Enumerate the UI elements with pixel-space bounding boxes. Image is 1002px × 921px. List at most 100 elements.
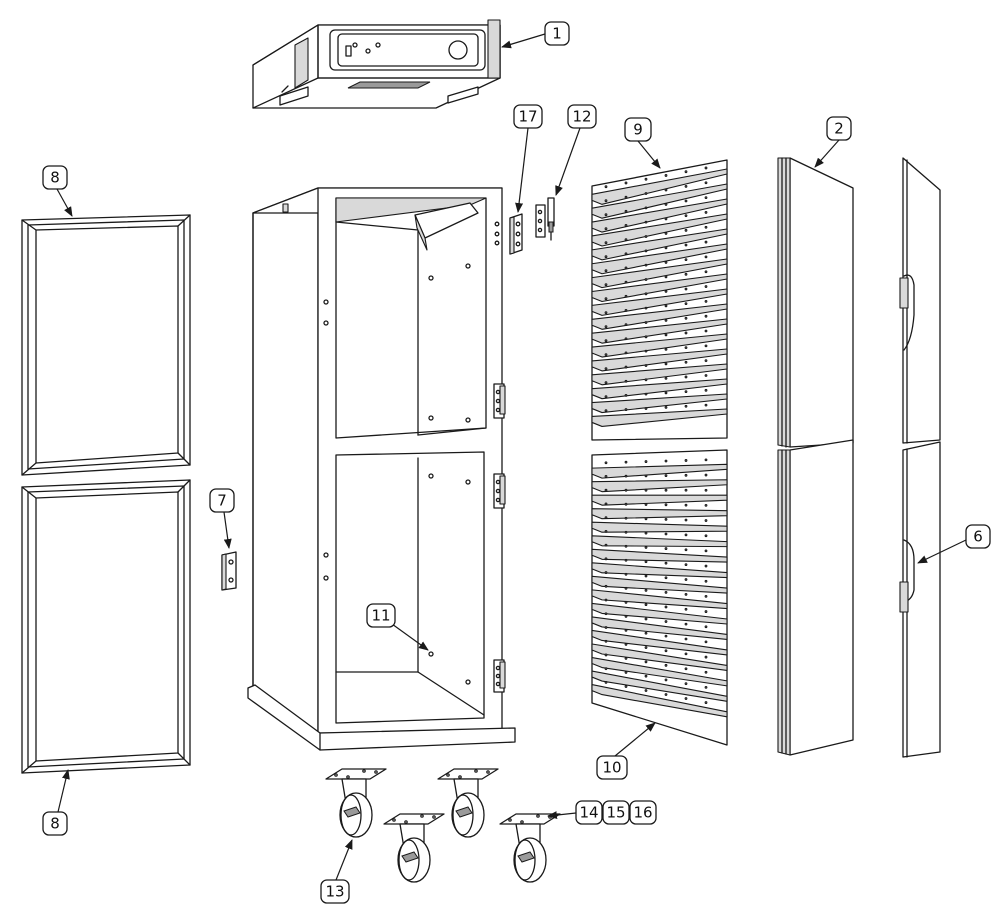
rack-lower-hole bbox=[644, 603, 648, 607]
rack-lower-hole bbox=[644, 588, 648, 592]
rack-lower-hole bbox=[644, 517, 648, 521]
rack-upper-hole bbox=[644, 192, 648, 195]
rack-upper-hole bbox=[684, 360, 688, 364]
rack-upper-slat bbox=[591, 243, 728, 275]
rack-upper-slat bbox=[591, 198, 728, 233]
rack-upper-slat bbox=[591, 348, 728, 372]
callout-label-12: 12 bbox=[572, 108, 591, 126]
callout-17: 17 bbox=[513, 104, 543, 129]
rack-lower-slat bbox=[591, 479, 728, 493]
rack-lower-hole bbox=[684, 578, 688, 581]
rack-upper-hole bbox=[684, 316, 688, 320]
rack-upper-slat bbox=[591, 393, 728, 414]
caster-group bbox=[325, 768, 561, 883]
rack-lower-slat bbox=[591, 535, 728, 548]
rack-upper-hole bbox=[624, 252, 628, 256]
callout-label-6: 6 bbox=[973, 528, 983, 546]
rack-lower-hole bbox=[684, 682, 688, 686]
rack-upper-hole bbox=[664, 333, 668, 337]
rack-upper-hole bbox=[704, 196, 708, 199]
rack-lower-hole bbox=[624, 671, 628, 674]
rack-lower-hole bbox=[604, 653, 608, 657]
rack-lower-hole bbox=[624, 544, 628, 548]
rack-upper-hole bbox=[664, 246, 668, 250]
rack-upper-hole bbox=[684, 346, 688, 350]
rack-lower-hole bbox=[664, 488, 668, 492]
rack-lower-hole bbox=[704, 640, 708, 644]
rack-upper-hole bbox=[604, 311, 608, 315]
callout-1: 1 bbox=[544, 21, 570, 46]
caster-3-bolt-hole bbox=[392, 818, 396, 822]
rack-lower-hole bbox=[664, 590, 668, 594]
bracket-part bbox=[221, 551, 237, 591]
callout-8-top: 8 bbox=[42, 165, 68, 190]
rack-upper-hole bbox=[624, 224, 628, 227]
door-panel-lower bbox=[777, 439, 854, 756]
callout-label-10: 10 bbox=[602, 759, 621, 777]
rack-upper-hole bbox=[644, 349, 648, 353]
rack-lower-hole bbox=[684, 637, 688, 641]
rack-upper-hole bbox=[684, 272, 688, 276]
rack-lower-hole bbox=[644, 488, 648, 492]
caster-4-wheel-rim bbox=[514, 839, 536, 881]
rack-upper-hole bbox=[684, 214, 688, 218]
rack-upper-slat bbox=[591, 333, 728, 358]
rack-upper-hole bbox=[664, 203, 668, 206]
callout-8-bottom: 8 bbox=[42, 811, 68, 836]
callout-label-15: 15 bbox=[606, 804, 625, 822]
rack-upper-hole bbox=[604, 325, 608, 329]
rack-upper-hole bbox=[644, 407, 648, 410]
rack-upper-hole bbox=[644, 335, 648, 339]
control-module bbox=[252, 19, 501, 109]
callout-label-8-bottom: 8 bbox=[50, 815, 60, 833]
rack-upper-hole bbox=[684, 331, 688, 335]
rack-lower-hole bbox=[604, 516, 608, 520]
rack-lower-hole bbox=[624, 474, 628, 478]
rack-upper-hole bbox=[604, 381, 608, 385]
rack-lower-hole bbox=[664, 517, 668, 521]
rack-lower-hole bbox=[604, 461, 608, 465]
callout-14: 14 bbox=[575, 800, 603, 825]
rack-lower-hole bbox=[604, 681, 608, 684]
caster-4-axle bbox=[517, 851, 535, 863]
rack-upper-hole bbox=[644, 263, 648, 267]
rack-upper-hole bbox=[704, 225, 708, 229]
rack-upper-slat bbox=[591, 303, 728, 330]
rack-upper-hole bbox=[644, 364, 648, 367]
rack-lower-hole bbox=[644, 474, 648, 478]
rack-lower-hole bbox=[664, 547, 668, 550]
rack-upper-hole bbox=[644, 235, 648, 238]
rack-lower-hole bbox=[704, 488, 708, 492]
rack-upper-hole bbox=[624, 195, 628, 199]
rack-lower-hole bbox=[704, 625, 708, 629]
rack-upper-hole bbox=[604, 269, 608, 273]
rack-upper-hole bbox=[704, 255, 708, 259]
rack-upper-hole bbox=[624, 323, 628, 326]
rack-upper-slat bbox=[591, 363, 728, 386]
rack-lower-hole bbox=[664, 561, 668, 565]
rack-upper-hole bbox=[624, 365, 628, 369]
rack-lower-hole bbox=[604, 488, 608, 492]
rack-lower-hole bbox=[684, 563, 688, 567]
rack-upper-hole bbox=[664, 304, 668, 308]
rack-lower-hole bbox=[624, 488, 628, 492]
rack-upper-hole bbox=[604, 213, 608, 217]
rack-lower-hole bbox=[684, 488, 688, 492]
rack-upper-hole bbox=[644, 392, 648, 396]
rack-lower-hole bbox=[664, 605, 668, 609]
rack-lower-hole bbox=[704, 579, 708, 583]
caster-2-wheel-rim bbox=[452, 794, 474, 836]
rack-lower-hole bbox=[684, 652, 688, 656]
rack-upper-hole bbox=[684, 287, 688, 291]
rack-upper-hole bbox=[684, 375, 688, 379]
rack-lower-hole bbox=[664, 474, 668, 478]
rack-lower-slat bbox=[591, 562, 728, 579]
rack-lower-hole bbox=[704, 458, 708, 462]
rack-lower-hole bbox=[684, 667, 688, 671]
callout-label-9: 9 bbox=[633, 121, 643, 139]
rack-upper-slat bbox=[591, 288, 728, 316]
rack-lower-hole bbox=[684, 473, 688, 477]
rack-upper-slat bbox=[591, 378, 728, 400]
rack-lower-slat bbox=[591, 463, 728, 479]
